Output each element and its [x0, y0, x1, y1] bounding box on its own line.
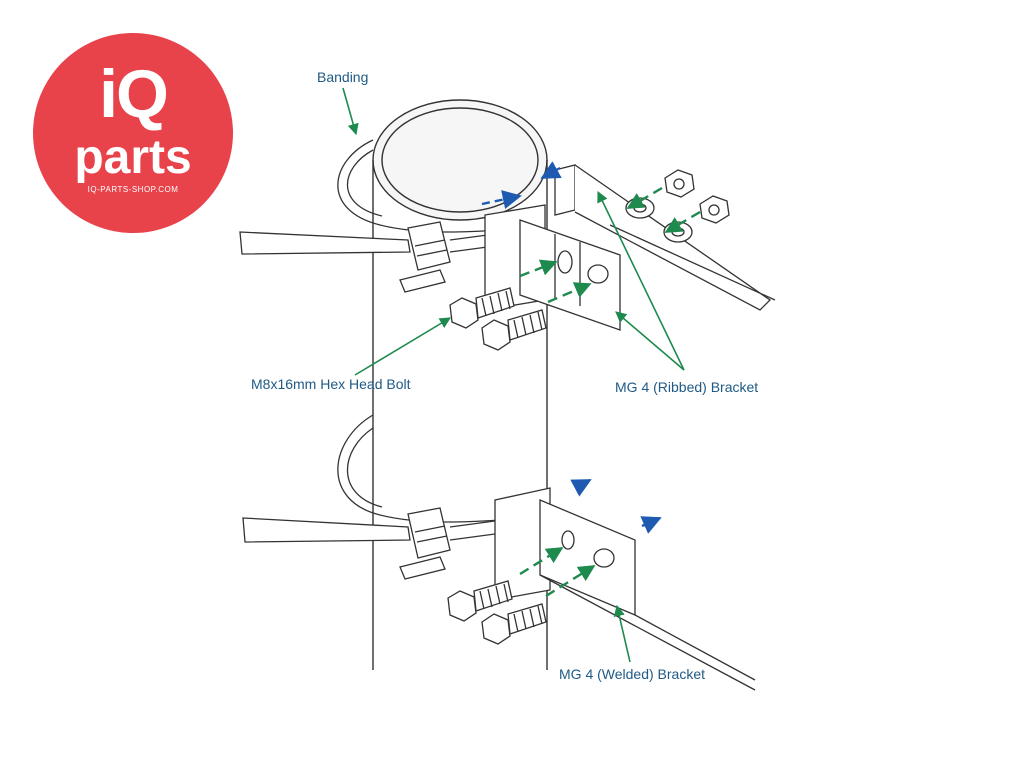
lower-bolts [447, 580, 547, 645]
upper-banding [239, 139, 541, 293]
leader-lines [342, 87, 685, 663]
iq-parts-logo: iQ parts IQ-PARTS-SHOP.COM [33, 33, 233, 233]
lower-welded-bracket [494, 487, 756, 691]
direction-arrows [481, 161, 662, 534]
label-ribbed-bracket: MG 4 (Ribbed) Bracket [615, 379, 759, 395]
upper-bolts [449, 287, 547, 351]
logo-brand-iq: iQ [99, 56, 169, 132]
logo-brand-parts: parts [74, 131, 192, 184]
label-hex-head-bolt: M8x16mm Hex Head Bolt [251, 376, 411, 392]
label-banding: Banding [317, 69, 369, 85]
assembly-arrows [519, 186, 701, 598]
logo-url: IQ-PARTS-SHOP.COM [87, 185, 179, 194]
label-welded-bracket: MG 4 (Welded) Bracket [559, 666, 706, 682]
